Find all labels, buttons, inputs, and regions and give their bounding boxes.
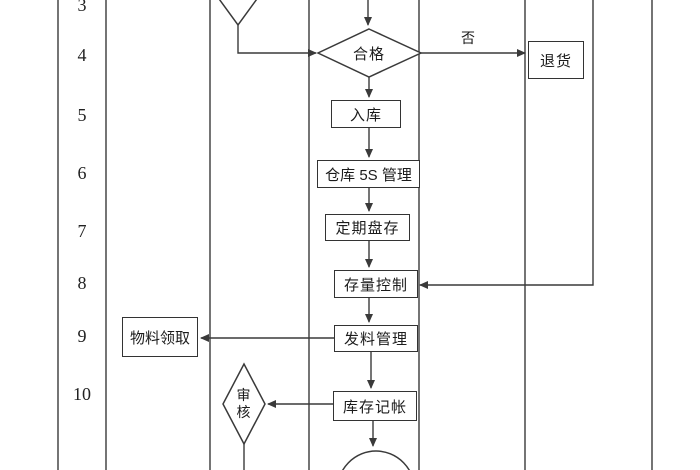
audit-label-line1: 审 <box>236 387 252 403</box>
top-partial-diamond <box>218 0 258 27</box>
end-terminator-ellipse <box>341 450 411 470</box>
row-label-9: 9 <box>77 326 87 346</box>
qualified-diamond-label: 合格 <box>352 45 385 63</box>
diamonds <box>218 0 423 470</box>
audit-diamond-label: 审 核 <box>230 386 258 422</box>
node-inventory-bookkeeping: 库存记帐 <box>333 391 417 421</box>
node-material-pickup: 物料领取 <box>122 317 198 357</box>
arrow-top-diamond-to-qualified <box>237 25 317 57</box>
node-periodic-stocktake: 定期盘存 <box>325 214 410 241</box>
row-label-4: 4 <box>77 45 87 65</box>
row-label-6: 6 <box>77 163 87 183</box>
node-material-issue: 发料管理 <box>334 325 418 352</box>
row-label-3: 3 <box>77 0 87 15</box>
lane-lines <box>57 0 653 470</box>
row-label-10: 10 <box>73 384 91 404</box>
audit-diamond <box>222 362 266 446</box>
connectors <box>200 0 594 470</box>
node-warehouse-5s: 仓库 5S 管理 <box>317 160 420 188</box>
qualified-diamond <box>316 28 423 78</box>
branch-label-no: 否 <box>461 30 475 46</box>
row-label-5: 5 <box>77 105 87 125</box>
node-inbound: 入库 <box>331 100 401 128</box>
node-return-goods: 退货 <box>528 41 584 79</box>
row-label-8: 8 <box>77 273 87 293</box>
row-label-7: 7 <box>77 221 87 241</box>
audit-label-line2: 核 <box>236 404 252 420</box>
node-stock-control: 存量控制 <box>334 270 418 298</box>
arrow-right-into-stock-control <box>419 0 594 289</box>
